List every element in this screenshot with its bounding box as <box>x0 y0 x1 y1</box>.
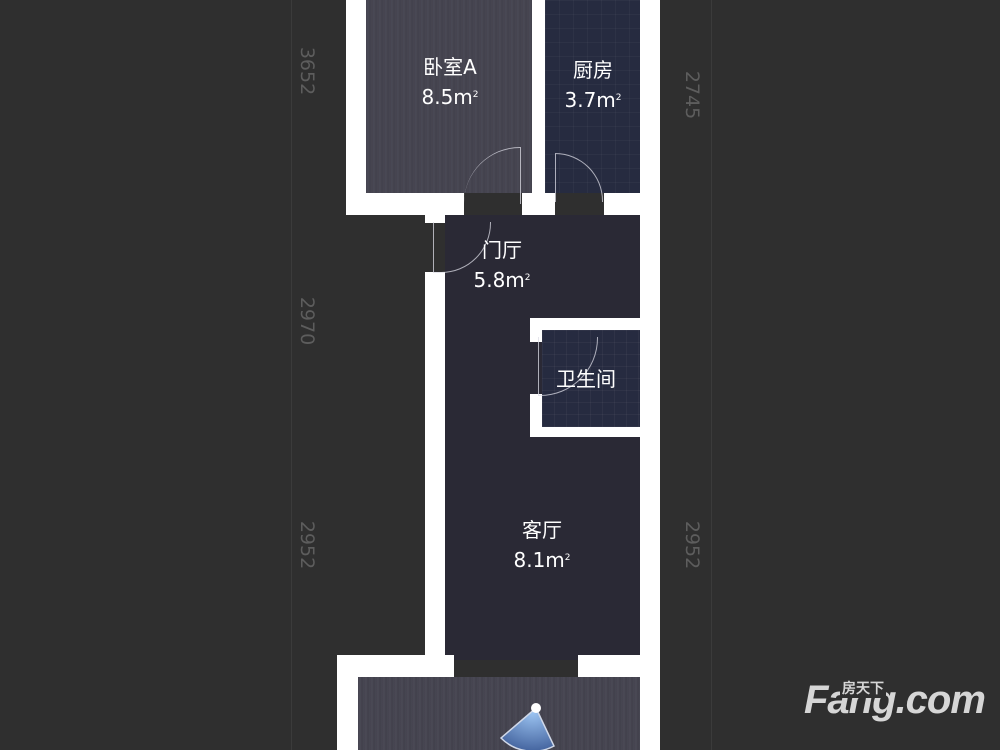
wall-bedroom-bottom-stub <box>425 215 445 223</box>
room-label-kitchen: 厨房 3.7m2 <box>548 55 638 115</box>
dimension-right-1: 2745 <box>681 70 704 120</box>
room-area: 5.8m2 <box>473 268 531 292</box>
room-name: 卧室A <box>423 55 477 79</box>
wall-bathroom-top <box>530 318 640 330</box>
wall-bedroom-kitchen-divider <box>532 0 545 215</box>
left-dimension-line <box>291 0 292 750</box>
room-label-living: 客厅 8.1m2 <box>492 515 592 575</box>
right-dimension-line <box>711 0 712 750</box>
room-name: 门厅 <box>482 238 522 262</box>
fang-com-watermark-logo: Fang.com 房天下 <box>800 676 1000 736</box>
room-label-bathroom: 卫生间 <box>546 364 646 394</box>
wall-balcony-top-right <box>578 655 660 677</box>
foyer-living-floor <box>445 215 640 660</box>
wall-balcony-left <box>337 655 358 750</box>
room-area: 3.7m2 <box>564 88 622 112</box>
wall-kitchen-bottom <box>604 193 660 215</box>
room-label-bedroom-a: 卧室A 8.5m2 <box>400 52 500 112</box>
room-name: 客厅 <box>522 518 562 542</box>
wall-bathroom-left-upper <box>530 318 542 342</box>
room-name: 厨房 <box>573 58 613 82</box>
balcony-floor <box>358 677 640 750</box>
dimension-left-2: 2970 <box>296 296 319 346</box>
wall-bedroom-bottom <box>346 193 464 215</box>
dimension-right-2: 2952 <box>681 520 704 570</box>
room-name: 卫生间 <box>556 367 616 391</box>
wall-balcony-top-left <box>337 655 454 677</box>
wall-bedroom-left <box>346 0 366 215</box>
room-area: 8.1m2 <box>513 548 571 572</box>
view-direction-fan-icon <box>499 703 555 750</box>
dimension-left-1: 3652 <box>296 46 319 96</box>
room-area: 8.5m2 <box>421 85 479 109</box>
wall-divider-bottom <box>522 193 555 215</box>
wall-bathroom-left-lower <box>530 394 542 437</box>
kitchen-floor <box>545 0 640 193</box>
room-label-foyer: 门厅 5.8m2 <box>452 235 552 295</box>
wall-right-outer <box>640 0 660 750</box>
wall-living-left <box>425 272 445 677</box>
dimension-left-3: 2952 <box>296 520 319 570</box>
brand-cn: 房天下 <box>840 678 886 698</box>
wall-bathroom-bottom <box>530 427 640 437</box>
brand-en: Fang.com <box>804 678 986 722</box>
